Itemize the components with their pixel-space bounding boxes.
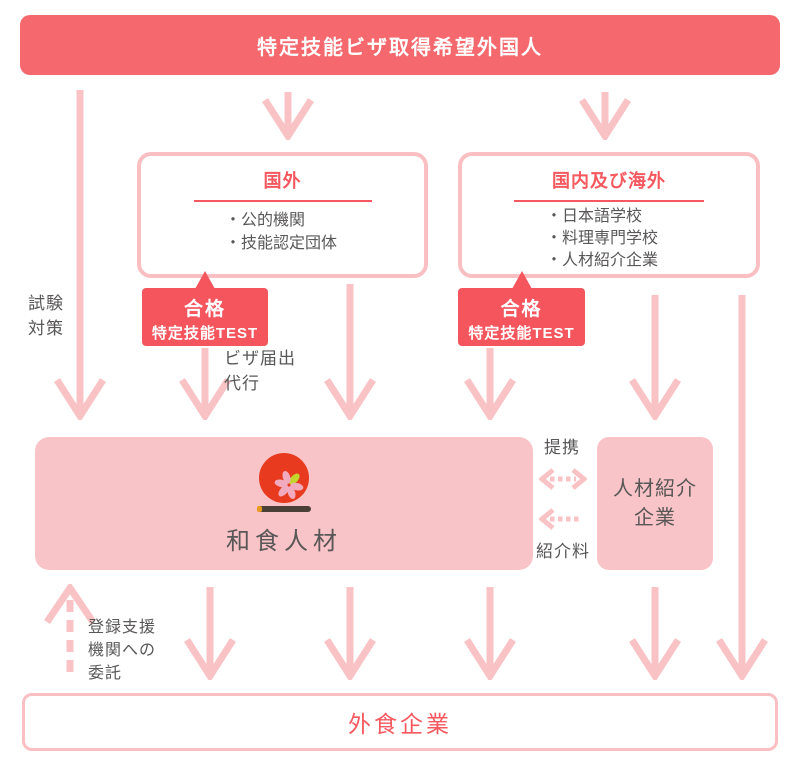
applicant-banner-label: 特定技能ビザ取得希望外国人 — [257, 36, 543, 59]
exam-prep-label: 試験 対策 — [28, 294, 64, 338]
applicant-banner: 特定技能ビザ取得希望外国人 — [20, 15, 780, 75]
referral-fee-label: 紹介料 — [536, 542, 590, 561]
arrow-wasyoku-to-restaurant-2 — [322, 587, 378, 680]
overseas-box: 国外 ・公的機関 ・技能認定団体 — [137, 152, 428, 278]
arrow-agency-to-restaurant — [627, 587, 683, 680]
arrow-domestic-to-restaurant — [714, 295, 770, 680]
overseas-box-title: 国外 — [263, 171, 302, 191]
overseas-item: ・公的機関 — [225, 212, 306, 229]
visa-proxy-label: ビザ届出 代行 — [224, 349, 296, 393]
wasyoku-jinzai-label: 和食人材 — [226, 528, 342, 555]
support-delegation-label: 登録支援 機関への 委託 — [88, 619, 157, 683]
pass-badge-line1: 合格 — [183, 299, 226, 320]
arrow-delegation-up-dashed — [42, 584, 98, 676]
arrow-domestic-to-agency — [627, 295, 683, 420]
domestic-item: ・日本語学校 — [546, 208, 643, 225]
arrow-wasyoku-to-restaurant-3 — [462, 587, 518, 680]
arrow-banner-to-domestic — [577, 92, 633, 140]
arrow-overseas-to-wasyoku — [322, 284, 378, 420]
overseas-item: ・技能認定団体 — [225, 234, 338, 252]
domestic-item: ・料理専門学校 — [546, 230, 659, 248]
pass-badge-line1: 合格 — [500, 299, 543, 320]
partnership-label: 提携 — [544, 438, 580, 457]
domestic-item: ・人材紹介企業 — [546, 252, 659, 270]
arrow-wasyoku-to-restaurant-1 — [182, 587, 238, 680]
arrow-badge2-to-wasyoku — [462, 348, 518, 420]
pass-badge-overseas: 合格 特定技能TEST — [142, 271, 268, 346]
referral-fee-left-arrow-icon — [539, 507, 583, 531]
overseas-title-underline — [193, 200, 372, 202]
restaurant-box: 外食企業 — [22, 693, 778, 751]
partnership-double-arrow-icon — [539, 467, 587, 491]
pass-badge-line2: 特定技能TEST — [468, 325, 575, 342]
domestic-box: 国内及び海外 ・日本語学校 ・料理専門学校 ・人材紹介企業 — [458, 152, 760, 278]
arrow-banner-to-wasyoku — [52, 90, 108, 420]
agency-box-label: 人材紹介 企業 — [613, 477, 697, 529]
pass-badge-domestic: 合格 特定技能TEST — [458, 271, 585, 346]
agency-box: 人材紹介 企業 — [597, 437, 713, 570]
domestic-title-underline — [514, 200, 704, 202]
restaurant-box-label: 外食企業 — [348, 712, 452, 737]
pass-badge-line2: 特定技能TEST — [151, 325, 259, 342]
arrow-banner-to-overseas — [260, 92, 316, 140]
domestic-box-title: 国内及び海外 — [552, 171, 666, 191]
arrow-badge1-to-wasyoku — [177, 348, 233, 420]
sakura-rice-logo-icon — [255, 451, 313, 515]
wasyoku-jinzai-box: 和食人材 — [35, 437, 533, 570]
